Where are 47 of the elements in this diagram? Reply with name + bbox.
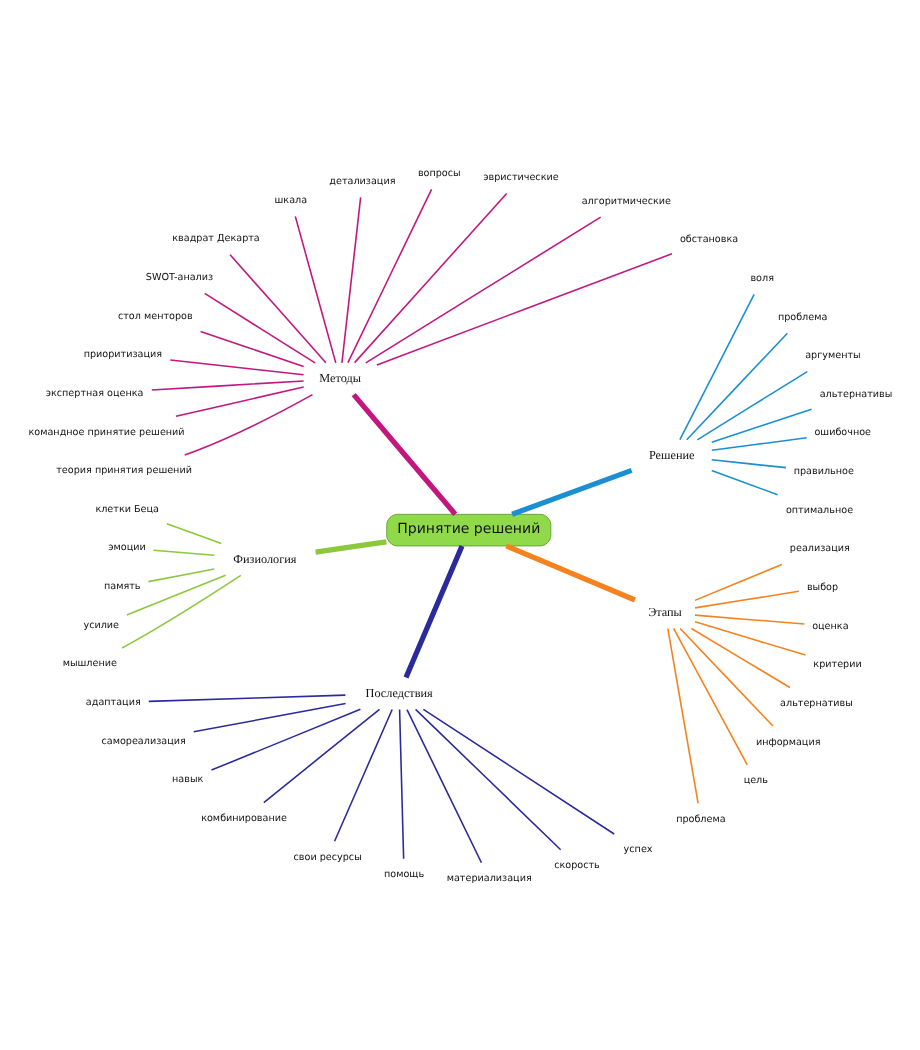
connector xyxy=(679,626,774,726)
connector xyxy=(341,195,362,363)
connector xyxy=(667,626,699,804)
connector xyxy=(347,187,433,363)
connector xyxy=(511,466,633,516)
connector xyxy=(694,619,807,655)
connector xyxy=(175,385,305,417)
connector xyxy=(192,701,347,732)
connector xyxy=(151,379,305,390)
connector xyxy=(126,573,227,615)
connector xyxy=(353,191,508,363)
connector xyxy=(263,707,381,803)
connector xyxy=(690,626,791,688)
connector xyxy=(199,329,305,367)
connector xyxy=(685,331,789,440)
connector xyxy=(406,707,483,863)
connector xyxy=(315,538,387,554)
connector xyxy=(121,573,242,648)
connector xyxy=(505,542,636,602)
connector xyxy=(711,435,808,451)
connector xyxy=(365,215,602,363)
connector xyxy=(203,291,316,363)
connector xyxy=(165,521,223,544)
connector xyxy=(398,707,405,859)
connector xyxy=(351,391,458,515)
connector xyxy=(694,613,806,624)
connector xyxy=(152,548,216,555)
connector xyxy=(403,544,465,678)
connector xyxy=(229,253,327,363)
connector xyxy=(694,562,783,601)
connector xyxy=(376,252,673,365)
connector xyxy=(422,707,615,834)
connector xyxy=(147,567,215,582)
connector xyxy=(679,292,755,440)
connector xyxy=(148,693,347,702)
connector xyxy=(294,214,337,363)
connector xyxy=(210,707,362,770)
connector xyxy=(710,458,787,468)
connector xyxy=(414,707,562,850)
connector xyxy=(710,468,779,495)
connector xyxy=(694,589,800,608)
connector xyxy=(169,358,305,375)
connector xyxy=(672,626,748,765)
connector xyxy=(183,392,314,455)
connector xyxy=(710,407,813,443)
connector xyxy=(696,369,809,440)
connector xyxy=(333,707,393,842)
